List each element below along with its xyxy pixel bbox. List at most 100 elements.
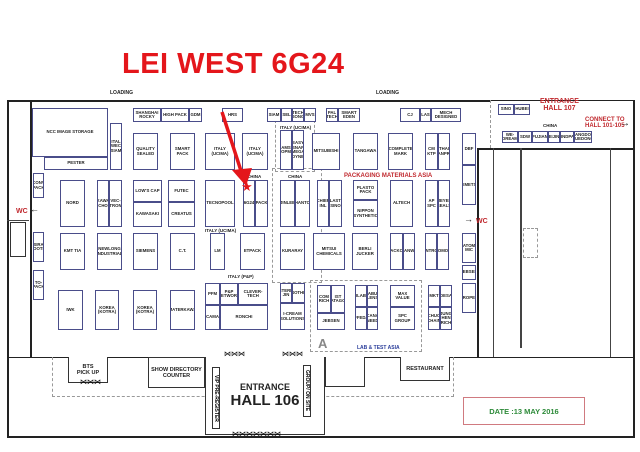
booth[interactable]: FUJIAN bbox=[532, 131, 548, 143]
booth[interactable]: CREATUS bbox=[168, 202, 195, 227]
target-booth[interactable]: 6G24 bbox=[243, 180, 255, 227]
booth[interactable]: CAMA bbox=[205, 305, 220, 330]
booth[interactable]: AMS OPM bbox=[280, 130, 292, 170]
booth[interactable]: PFM bbox=[205, 283, 220, 305]
booth[interactable]: COMPLETE MARK bbox=[388, 133, 413, 170]
booth[interactable]: PACK bbox=[255, 180, 268, 227]
booth[interactable]: TANGAWA bbox=[353, 133, 378, 170]
booth[interactable]: TO-PACK bbox=[33, 270, 44, 300]
booth[interactable]: STERN JIN bbox=[280, 283, 292, 303]
booth[interactable]: MVS bbox=[304, 108, 316, 122]
booth[interactable]: ATOM MIC bbox=[462, 233, 476, 263]
booth[interactable]: JUNG HEN RICH bbox=[440, 307, 452, 330]
booth[interactable]: GDM bbox=[189, 108, 202, 122]
booth[interactable]: PLASTO SINO bbox=[329, 180, 342, 227]
booth[interactable]: BEIJING bbox=[548, 131, 560, 143]
booth[interactable]: RONCHI bbox=[220, 305, 268, 330]
booth[interactable]: KAWA CHO bbox=[97, 180, 109, 227]
booth[interactable]: HIGH PACK bbox=[161, 108, 189, 122]
booth[interactable]: MITSUBISHI bbox=[312, 133, 340, 170]
booth[interactable]: FUTEC bbox=[168, 180, 195, 202]
booth[interactable]: INTRO bbox=[425, 233, 437, 270]
booth[interactable]: IST ATAGO bbox=[331, 285, 345, 313]
booth[interactable]: CJ bbox=[400, 108, 420, 122]
booth[interactable]: CANA NEED bbox=[367, 307, 378, 330]
booth[interactable]: NORD bbox=[60, 180, 85, 227]
booth[interactable]: ABU LENS bbox=[367, 285, 378, 307]
booth[interactable]: SHANGHAI ROCKY bbox=[133, 108, 161, 122]
booth[interactable]: NEWLONG INDUSTRIAL bbox=[97, 233, 122, 270]
booth[interactable]: SMART PACK bbox=[170, 133, 195, 170]
booth[interactable]: PAL TECH bbox=[326, 108, 338, 122]
booth[interactable]: CM KTP bbox=[425, 133, 438, 170]
booth[interactable]: LAS bbox=[420, 108, 431, 122]
booth[interactable]: GUANGDONG YUEDONG bbox=[574, 131, 592, 143]
booth[interactable]: CHIEF INL bbox=[317, 180, 329, 227]
booth[interactable]: SDW bbox=[518, 131, 532, 143]
booth[interactable]: AP SPC bbox=[425, 180, 438, 227]
booth[interactable]: MAX VALUE bbox=[390, 285, 415, 307]
booth[interactable]: QUALITY SEALED bbox=[133, 133, 158, 170]
booth[interactable]: P&P NETWORK bbox=[220, 283, 238, 305]
booth[interactable]: EUROPEAN bbox=[462, 283, 476, 313]
booth[interactable]: SIAM bbox=[267, 108, 281, 122]
booth[interactable]: THAI SANPRO bbox=[438, 133, 450, 170]
booth[interactable]: CONV PACK bbox=[33, 173, 44, 198]
booth[interactable]: ITAL WEC SIAM bbox=[110, 123, 122, 170]
booth[interactable]: LM bbox=[210, 233, 225, 270]
booth[interactable]: DEMETSU bbox=[462, 165, 476, 205]
booth[interactable]: TECNOPOOL bbox=[205, 180, 235, 227]
booth[interactable]: ITALY (UCIMA) bbox=[242, 133, 268, 170]
booth[interactable]: ILAB bbox=[355, 285, 367, 307]
booth[interactable]: NIPPON SYNTHETIC bbox=[353, 200, 378, 227]
booth[interactable]: PESTER bbox=[44, 157, 108, 170]
booth[interactable]: KOREA (KOTRA) bbox=[133, 290, 157, 330]
booth[interactable]: SHANTOU bbox=[295, 180, 310, 227]
booth[interactable]: LOW'S CAP bbox=[133, 180, 162, 202]
booth[interactable]: IWK bbox=[58, 290, 83, 330]
booth[interactable]: MITSUI CHEMICALS bbox=[313, 233, 345, 270]
loading-label-right: LOADING bbox=[376, 90, 400, 96]
booth[interactable]: I-CREAM SOLUTIONS bbox=[280, 303, 305, 330]
booth[interactable]: CLEVER-TECH bbox=[238, 283, 268, 305]
booth[interactable]: DESA bbox=[440, 285, 452, 307]
booth[interactable]: ETPACK bbox=[240, 233, 265, 270]
booth[interactable]: EASY SNAP MEGA DYNE bbox=[292, 130, 304, 170]
booth[interactable]: MATERKAWA bbox=[170, 290, 195, 330]
booth[interactable]: DACKOS bbox=[390, 233, 403, 270]
booth[interactable]: HANWA bbox=[403, 233, 415, 270]
booth[interactable]: KOREA (KOTRA) bbox=[95, 290, 119, 330]
entrance-hall-106[interactable]: ENTRANCE HALL 106 bbox=[205, 357, 325, 435]
booth[interactable]: VEC-TRON bbox=[109, 180, 122, 227]
booth[interactable]: ALTECH bbox=[390, 180, 413, 227]
booth[interactable]: TECH SONG bbox=[292, 108, 304, 122]
booth[interactable]: SIEMENS bbox=[133, 233, 158, 270]
booth[interactable]: SMART EDEN bbox=[338, 108, 360, 122]
booth[interactable]: KAWASAKI bbox=[133, 202, 162, 227]
booth[interactable]: WINDPAC bbox=[560, 131, 574, 143]
booth[interactable]: KURARAY bbox=[280, 233, 305, 270]
booth[interactable]: C.T. bbox=[170, 233, 195, 270]
booth[interactable]: CHUO CHAIN bbox=[428, 307, 440, 330]
booth[interactable]: WE-DREAM bbox=[502, 131, 518, 143]
booth[interactable]: JEBSEN bbox=[462, 265, 476, 280]
booth[interactable]: NCC IMAGE STORAGE bbox=[32, 108, 108, 157]
booth[interactable]: SPC GROUP bbox=[390, 307, 415, 330]
booth[interactable]: ROMON bbox=[437, 233, 449, 270]
booth[interactable]: MEYER SEALS bbox=[438, 180, 450, 227]
booth[interactable]: OFFEDAL bbox=[355, 307, 367, 330]
booth[interactable]: BROTHER bbox=[292, 283, 305, 303]
booth[interactable]: MECH DESIGNED bbox=[431, 108, 461, 122]
booth[interactable]: KMT TIA bbox=[60, 233, 85, 270]
booth[interactable]: SEL bbox=[281, 108, 292, 122]
booth[interactable]: SINO bbox=[498, 104, 514, 115]
booth[interactable]: SIRA YOOTHI bbox=[33, 232, 44, 262]
booth[interactable]: DBF bbox=[462, 133, 476, 165]
booth[interactable]: HUBEI bbox=[514, 104, 530, 115]
booth[interactable]: JINLEE bbox=[280, 180, 295, 227]
booth[interactable]: JEBSEN bbox=[317, 313, 345, 330]
booth[interactable]: MKT bbox=[428, 285, 440, 307]
booth[interactable]: COM RICH bbox=[317, 285, 331, 313]
booth[interactable]: BERLI JUCKER bbox=[352, 233, 378, 270]
booth[interactable]: PLASTO PACK bbox=[353, 180, 378, 200]
